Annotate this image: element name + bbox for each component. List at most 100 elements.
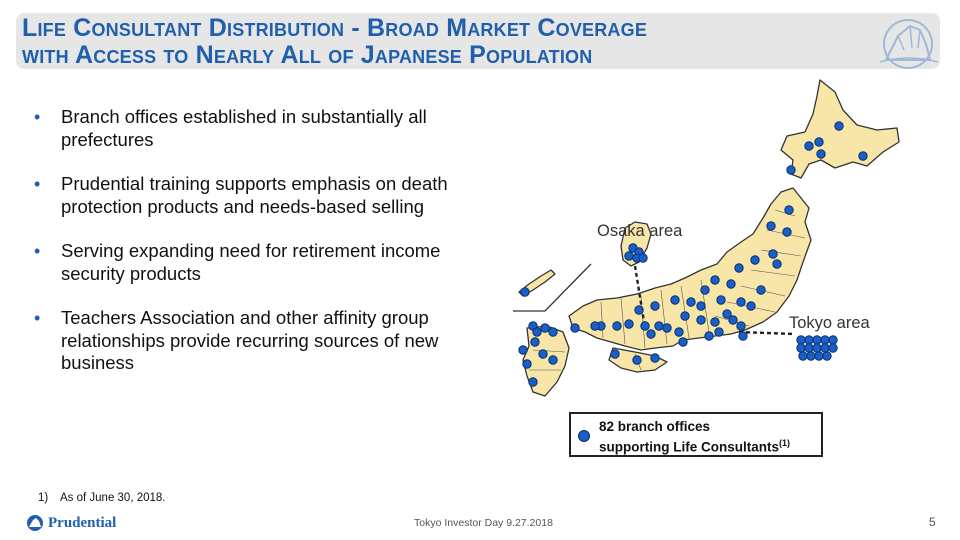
- branch-office-marker: [858, 151, 868, 161]
- legend-line-1: 82 branch offices: [599, 419, 711, 434]
- branch-office-marker: [678, 337, 688, 347]
- bullet-item: • Prudential training supports emphasis o…: [34, 173, 454, 218]
- bullet-item: • Teachers Association and other affinity…: [34, 307, 454, 375]
- branch-office-marker: [728, 315, 738, 325]
- footnote-number: 1): [38, 492, 49, 504]
- branch-office-marker: [704, 331, 714, 341]
- branch-office-marker: [710, 317, 720, 327]
- page-number: 5: [929, 515, 936, 529]
- branch-office-marker: [532, 327, 542, 337]
- branch-office-marker: [590, 321, 600, 331]
- branch-office-marker: [654, 321, 664, 331]
- branch-office-marker: [772, 259, 782, 269]
- prudential-logo: Prudential: [26, 512, 116, 534]
- branch-office-marker: [518, 345, 528, 355]
- branch-office-marker: [610, 349, 620, 359]
- branch-office-marker: [828, 343, 838, 353]
- branch-office-marker: [570, 323, 580, 333]
- branch-office-marker: [820, 335, 830, 345]
- branch-office-marker: [640, 321, 650, 331]
- bullet-list: • Branch offices established in substanti…: [34, 106, 454, 397]
- branch-office-marker: [816, 149, 826, 159]
- branch-office-marker: [804, 141, 814, 151]
- legend-footnote-ref: (1): [779, 438, 790, 448]
- tokyo-area-label: Tokyo area: [789, 314, 871, 332]
- branch-office-marker: [696, 315, 706, 325]
- prudential-logo-text: Prudential: [48, 514, 117, 531]
- branch-office-marker: [726, 279, 736, 289]
- branch-office-marker: [812, 335, 822, 345]
- branch-office-marker: [796, 343, 806, 353]
- branch-office-marker: [786, 165, 796, 175]
- branch-office-marker: [624, 251, 634, 261]
- title-band: [16, 13, 940, 69]
- branch-office-marker: [530, 337, 540, 347]
- branch-office-marker: [538, 349, 548, 359]
- branch-office-marker: [696, 301, 706, 311]
- branch-office-marker: [756, 285, 766, 295]
- branch-office-marker: [714, 327, 724, 337]
- branch-office-marker: [670, 295, 680, 305]
- branch-office-marker: [736, 321, 746, 331]
- rock-of-gibraltar-icon: [879, 19, 939, 69]
- footnote: 1) As of June 30, 2018.: [38, 492, 166, 504]
- branch-office-marker: [548, 327, 558, 337]
- legend-line-2: supporting Life Consultants(1): [599, 435, 790, 456]
- branch-office-marker: [806, 351, 816, 361]
- branch-office-marker: [796, 335, 806, 345]
- branch-office-marker: [646, 329, 656, 339]
- branch-office-marker: [804, 343, 814, 353]
- branch-office-marker: [834, 121, 844, 131]
- bullet-text: Branch offices established in substantia…: [61, 106, 427, 150]
- osaka-area-label: Osaka area: [597, 222, 683, 240]
- branch-office-marker: [632, 355, 642, 365]
- bullet-text: Serving expanding need for retirement in…: [61, 240, 441, 284]
- branch-office-marker: [814, 351, 824, 361]
- legend-text: 82 branch offices supporting Life Consul…: [599, 419, 790, 456]
- branch-office-marker: [784, 205, 794, 215]
- bullet-dot: •: [34, 308, 41, 328]
- branch-office-marker: [548, 355, 558, 365]
- legend-line-2-text: supporting Life Consultants: [599, 439, 779, 455]
- bullet-item: •Branch offices established in substanti…: [34, 106, 454, 151]
- branch-office-marker: [766, 221, 776, 231]
- branch-office-marker: [812, 343, 822, 353]
- branch-office-marker: [820, 343, 830, 353]
- branch-office-marker: [522, 359, 532, 369]
- branch-office-marker: [768, 249, 778, 259]
- branch-office-marker: [650, 353, 660, 363]
- bullet-dot: •: [34, 174, 41, 194]
- branch-office-marker: [686, 297, 696, 307]
- branch-office-marker: [662, 323, 672, 333]
- bullet-dot: •: [34, 241, 41, 261]
- bullet-text: Prudential training supports emphasis on…: [61, 173, 448, 217]
- page-title: Life Consultant Distribution - Broad Mar…: [22, 15, 842, 69]
- branch-office-marker: [814, 137, 824, 147]
- branch-office-marker: [680, 311, 690, 321]
- branch-office-marker: [520, 287, 530, 297]
- branch-office-marker: [746, 301, 756, 311]
- bullet-text: Teachers Association and other affinity …: [61, 307, 439, 373]
- branch-office-marker: [722, 309, 732, 319]
- branch-office-marker: [828, 335, 838, 345]
- branch-office-marker: [738, 331, 748, 341]
- branch-office-marker: [612, 321, 622, 331]
- branch-office-marker: [540, 323, 550, 333]
- branch-office-marker: [700, 285, 710, 295]
- legend-box: 82 branch offices supporting Life Consul…: [569, 412, 823, 457]
- branch-office-marker: [650, 301, 660, 311]
- branch-office-marker: [674, 327, 684, 337]
- footnote-text: As of June 30, 2018.: [60, 492, 166, 504]
- branch-office-marker: [782, 227, 792, 237]
- branch-office-marker: [822, 351, 832, 361]
- bullet-item: • Serving expanding need for retirement i…: [34, 240, 454, 285]
- branch-office-marker: [736, 297, 746, 307]
- branch-office-marker: [716, 295, 726, 305]
- branch-office-marker: [804, 335, 814, 345]
- page-title-line-2: with Access to Nearly All of Japanese Po…: [22, 41, 593, 69]
- branch-office-marker: [528, 377, 538, 387]
- branch-office-marker: [710, 275, 720, 285]
- rock-of-gibraltar-icon: [27, 515, 43, 531]
- branch-office-marker: [638, 253, 648, 263]
- japan-map: Osaka area Tokyo area: [513, 79, 900, 397]
